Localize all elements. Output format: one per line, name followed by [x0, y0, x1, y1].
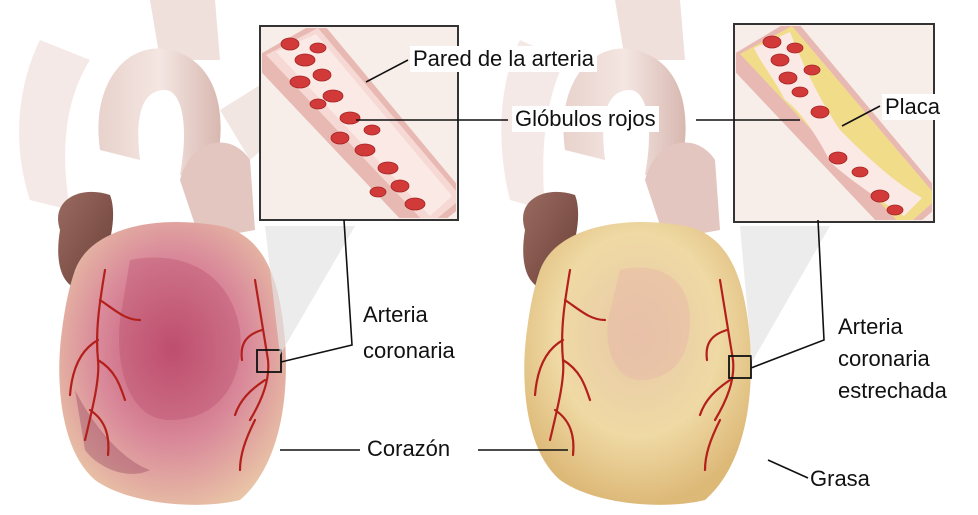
label-artery-wall: Pared de la arteria [410, 46, 597, 72]
diseased-heart [501, 0, 751, 505]
label-narrowed-1: Arteria [838, 314, 903, 340]
label-narrowed-2: coronaria [838, 346, 930, 372]
label-narrowed-3: estrechada [838, 378, 947, 404]
leader-fat [768, 460, 808, 478]
label-fat: Grasa [810, 466, 870, 492]
label-coronary-artery-2: coronaria [363, 338, 455, 364]
label-red-blood-cells: Glóbulos rojos [512, 106, 659, 132]
label-heart: Corazón [364, 436, 453, 462]
label-coronary-artery-1: Arteria [363, 302, 428, 328]
narrowed-artery-inset [724, 18, 946, 362]
label-plaque: Placa [882, 94, 943, 120]
